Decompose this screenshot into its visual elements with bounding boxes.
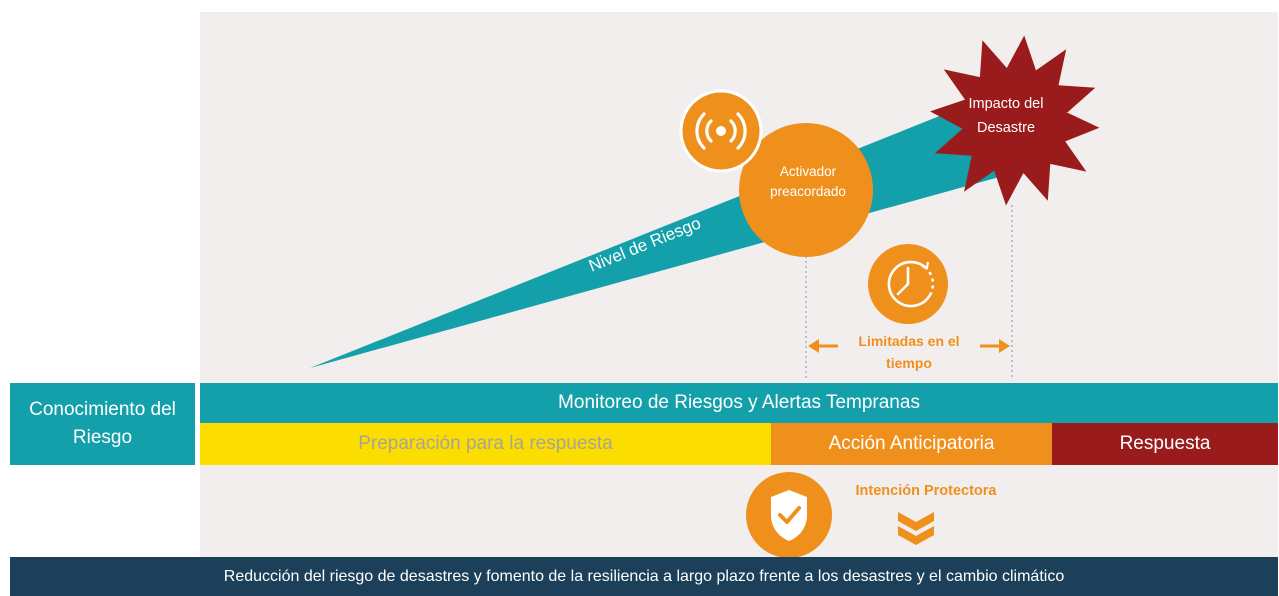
risk-knowledge-label: Conocimiento del Riesgo	[29, 399, 176, 448]
anticipatory-action-phase: Acción Anticipatoria	[771, 423, 1052, 465]
preparation-phase: Preparación para la respuesta	[200, 423, 771, 465]
time-window-label: Limitadas en el tiempo	[858, 333, 960, 371]
shield-check-icon	[746, 472, 832, 558]
footer-banner: Reducción del riesgo de desastres y fome…	[10, 557, 1278, 596]
risk-knowledge-box: Conocimiento del Riesgo	[10, 383, 195, 465]
clock-icon	[868, 244, 948, 324]
response-phase: Respuesta	[1052, 423, 1278, 465]
trigger-label: Activador preacordado	[770, 164, 846, 199]
preparation-label: Preparación para la respuesta	[358, 433, 613, 454]
time-window-left-arrow	[808, 339, 838, 353]
double-chevron-down-icon	[898, 512, 934, 545]
monitoring-label: Monitoreo de Riesgos y Alertas Tempranas	[558, 392, 920, 413]
trigger-circle	[739, 123, 873, 257]
broadcast-signal-icon	[679, 89, 763, 173]
response-label: Respuesta	[1119, 433, 1211, 454]
anticipatory-action-label: Acción Anticipatoria	[828, 433, 995, 454]
monitoring-bar: Monitoreo de Riesgos y Alertas Tempranas	[200, 383, 1278, 423]
protective-intent-label: Intención Protectora	[855, 483, 997, 499]
disaster-impact-starburst	[930, 35, 1100, 206]
time-window-right-arrow	[980, 339, 1010, 353]
footer-text: Reducción del riesgo de desastres y fome…	[223, 567, 1065, 585]
impact-label: Impacto del Desastre	[968, 96, 1044, 136]
